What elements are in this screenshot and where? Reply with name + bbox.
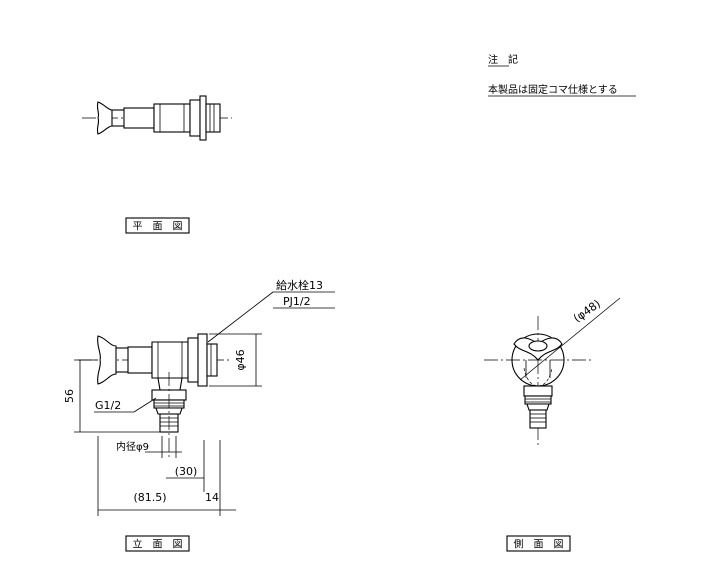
connection-size-label: 給水栓13 [276,278,323,292]
connection-callout: 給水栓13 PJ1/2 [207,278,335,343]
side-view-label: 側 面 図 [506,535,571,552]
front-view [78,333,232,460]
connection-thread-label: PJ1/2 [283,295,311,308]
hose-thread-callout: G1/2 [94,397,157,413]
hose-thread-label: G1/2 [95,399,121,412]
plan-view [82,95,232,141]
dimension-81-5-label: (81.5) [133,491,166,504]
notes-block: 注 記 本製品は固定コマ仕様とする [488,53,636,97]
inner-diameter-dimension: 内径φ9 [116,436,182,458]
dimension-30-label: (30) [175,465,198,478]
side-diameter-label: (φ48) [571,297,603,325]
height-dimension: 56 [63,359,160,433]
side-view-title: 側 面 図 [514,538,564,551]
front-view-title: 立 面 図 [133,538,183,551]
dimension-30: (30) [166,440,205,492]
side-view [484,316,592,446]
front-view-label: 立 面 図 [125,535,190,552]
dimension-14-label: 14 [205,491,219,504]
plan-view-label: 平 面 図 [125,217,190,234]
notes-heading: 注 記 [488,53,518,66]
height-label: 56 [63,389,76,403]
dimension-81-5: (81.5) 14 [97,436,236,516]
side-diameter-callout: (φ48) [519,297,621,381]
notes-body: 本製品は固定コマ仕様とする [488,83,618,96]
inner-diameter-label: 内径φ9 [116,440,149,453]
plan-view-title: 平 面 図 [133,221,183,233]
flange-diameter-dimension: φ46 [209,333,262,387]
flange-diameter-label: φ46 [234,349,247,370]
